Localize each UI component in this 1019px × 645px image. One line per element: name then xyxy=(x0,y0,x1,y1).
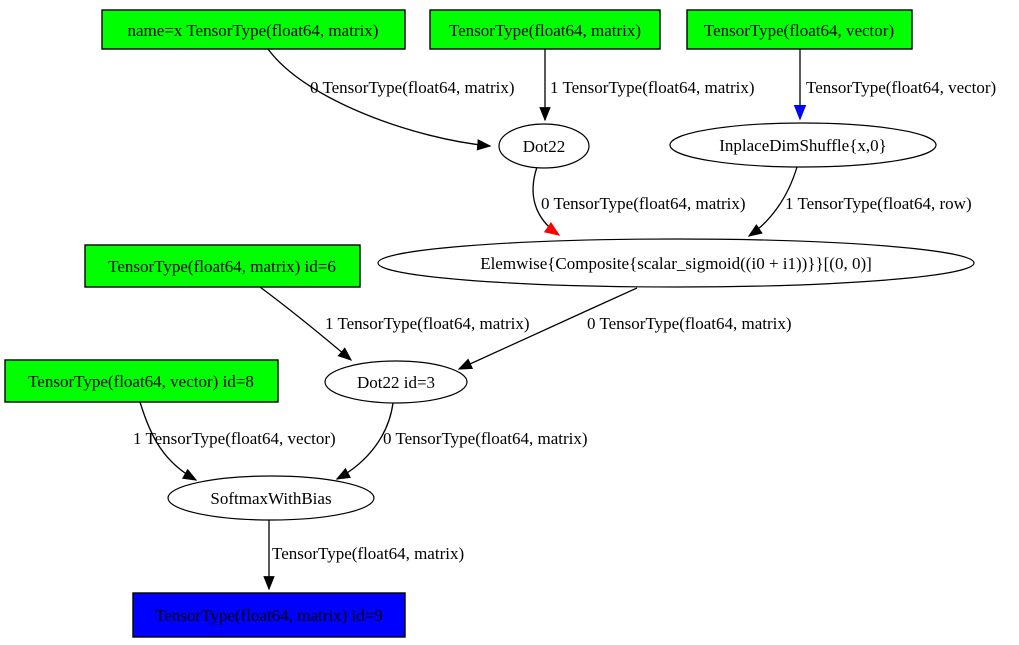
node-softmax-with-bias-label: SoftmaxWithBias xyxy=(210,489,331,508)
edge-elemwise-to-dot22id3 xyxy=(457,287,638,370)
node-elemwise-sigmoid: Elemwise{Composite{scalar_sigmoid((i0 + … xyxy=(377,238,975,288)
edge-label-x-to-dot22: 0 TensorType(float64, matrix) xyxy=(310,78,515,97)
node-softmax-with-bias: SoftmaxWithBias xyxy=(167,475,375,521)
node-input-vector-label: TensorType(float64, vector) xyxy=(704,21,894,40)
edge-label-matrix-to-dot22: 1 TensorType(float64, matrix) xyxy=(550,78,755,97)
node-inplace-dimshuffle: InplaceDimShuffle{x,0} xyxy=(669,122,937,168)
node-output-id9-label: TensorType(float64, matrix) id=9 xyxy=(155,606,383,625)
edge-label-dot22-to-elemwise: 0 TensorType(float64, matrix) xyxy=(541,194,746,213)
node-input-matrix: TensorType(float64, matrix) xyxy=(429,9,661,50)
node-elemwise-sigmoid-label: Elemwise{Composite{scalar_sigmoid((i0 + … xyxy=(480,254,872,273)
node-input-id8-label: TensorType(float64, vector) id=8 xyxy=(28,372,254,391)
node-input-id6: TensorType(float64, matrix) id=6 xyxy=(84,244,361,288)
node-input-x-label: name=x TensorType(float64, matrix) xyxy=(128,21,379,40)
edge-dimshuffle-to-elemwise xyxy=(747,166,798,237)
node-input-matrix-label: TensorType(float64, matrix) xyxy=(449,21,641,40)
node-inplace-dimshuffle-label: InplaceDimShuffle{x,0} xyxy=(719,136,887,155)
edge-dot22id3-to-softmax xyxy=(335,402,394,480)
node-input-x: name=x TensorType(float64, matrix) xyxy=(101,9,406,50)
edge-label-dot22id3-to-softmax: 0 TensorType(float64, matrix) xyxy=(383,429,588,448)
node-dot22-id3-label: Dot22 id=3 xyxy=(357,373,435,392)
node-dot22: Dot22 xyxy=(498,123,590,169)
edge-label-id6-to-dot22id3: 1 TensorType(float64, matrix) xyxy=(325,314,530,333)
edge-x-to-dot22 xyxy=(267,48,492,151)
node-dot22-label: Dot22 xyxy=(523,137,566,156)
node-dot22-id3: Dot22 id=3 xyxy=(324,360,468,404)
node-input-id6-label: TensorType(float64, matrix) id=6 xyxy=(108,257,336,276)
node-input-vector: TensorType(float64, vector) xyxy=(686,9,913,50)
edge-id8-to-softmax xyxy=(139,401,198,481)
edge-dot22-to-elemwise xyxy=(532,166,561,236)
edge-id6-to-dot22id3 xyxy=(259,286,353,361)
edge-label-softmax-to-output: TensorType(float64, matrix) xyxy=(272,544,464,563)
edge-label-vector-to-dimshuffle: TensorType(float64, vector) xyxy=(806,78,996,97)
edge-label-dimshuffle-to-elemwise: 1 TensorType(float64, row) xyxy=(785,194,972,213)
edge-label-elemwise-to-dot22id3: 0 TensorType(float64, matrix) xyxy=(587,314,792,333)
edge-label-id8-to-softmax: 1 TensorType(float64, vector) xyxy=(133,429,336,448)
node-input-id8: TensorType(float64, vector) id=8 xyxy=(4,359,279,403)
node-output-id9: TensorType(float64, matrix) id=9 xyxy=(132,592,406,638)
